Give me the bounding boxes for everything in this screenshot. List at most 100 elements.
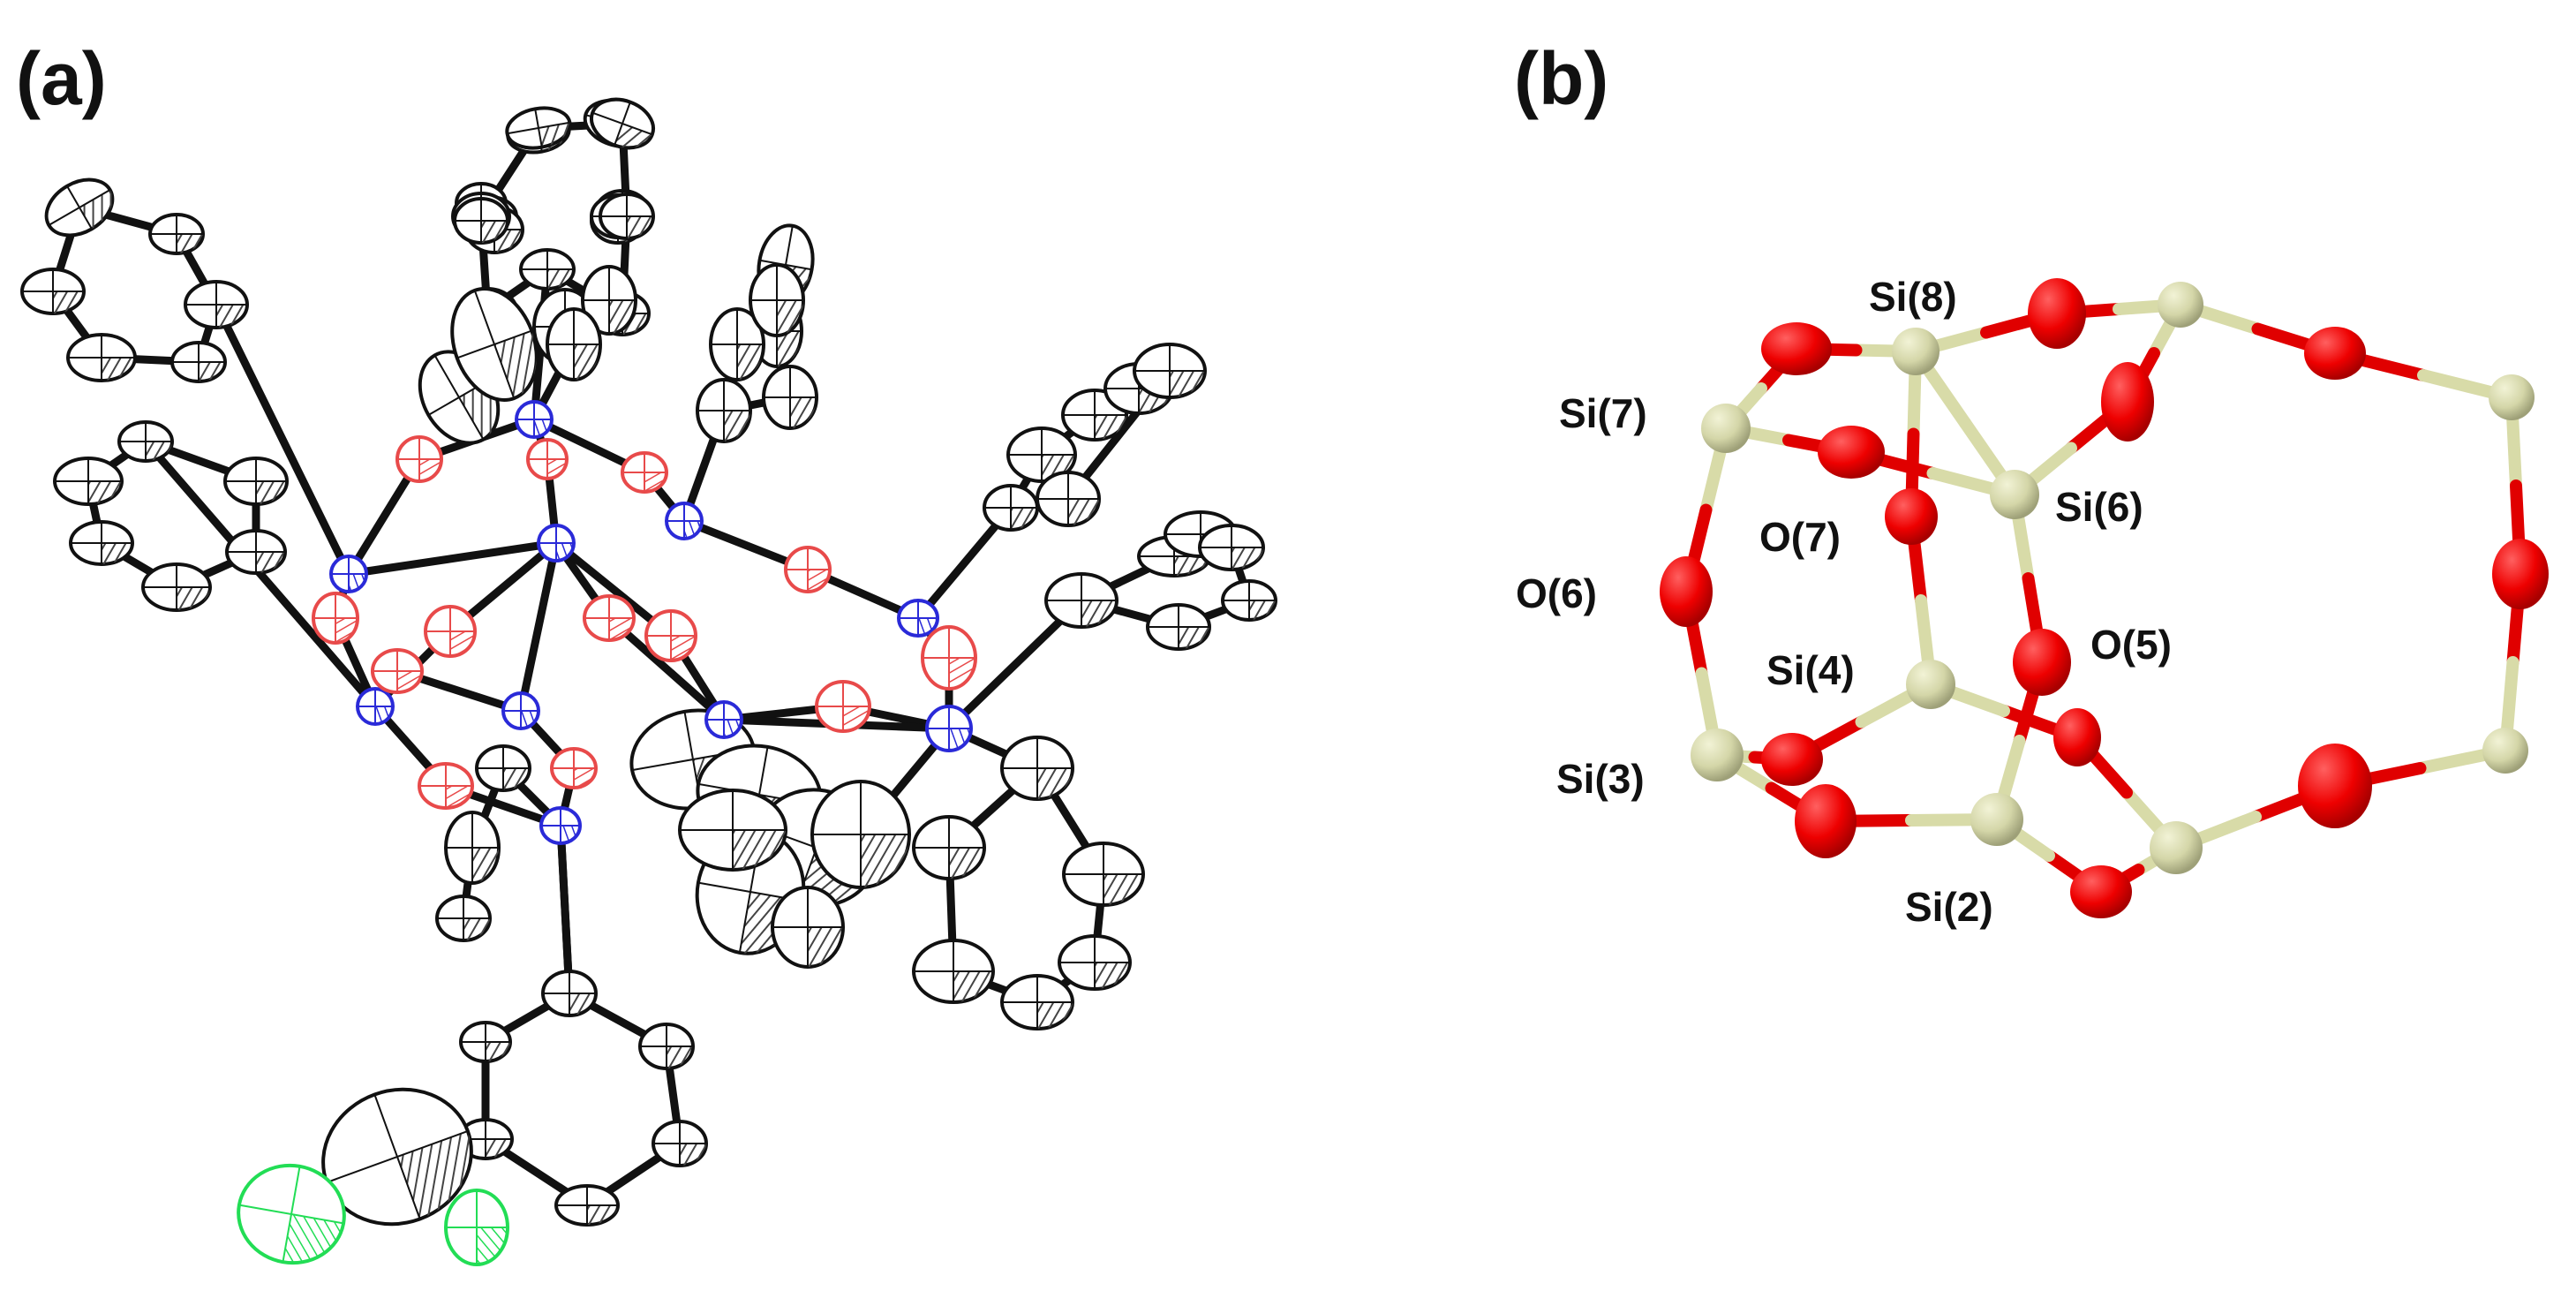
carbon-ellipsoid [1044,572,1119,629]
carbon-ellipsoid [678,789,787,872]
oxygen-ellipsoid [526,438,569,480]
oxygen-ellipsoid [583,594,636,642]
oxygen-ellipsoid [550,747,598,789]
silicon-ball [2489,374,2535,420]
silicon-ellipsoid [537,524,576,562]
carbon-ellipsoid [444,811,501,885]
carbon-ellipsoid [1036,471,1101,527]
silicon-ball [1990,470,2039,519]
silicon-ball [1906,660,1955,709]
silicon-ball [1691,728,1744,781]
oxygen-ball [2070,865,2132,918]
oxygen-ball [2304,327,2366,380]
oxygen-ellipsoid [371,648,424,694]
silicon-ellipsoid [356,687,395,726]
carbon-ellipsoid [1133,343,1207,399]
carbon-ellipsoid [20,268,86,315]
silicon-ball [1701,404,1751,453]
panel-b-label: (b) [1514,37,1608,120]
label-si6: Si(6) [2055,484,2143,530]
carbon-ellipsoid [44,177,115,238]
carbon-ellipsoid [581,265,637,336]
label-o5: O(5) [2090,622,2172,668]
carbon-ellipsoid [1000,974,1074,1030]
carbon-ellipsoid [141,562,212,612]
silicon-ellipsoid [925,705,973,752]
oxygen-ball [1885,488,1938,545]
carbon-ellipsoid [912,939,995,1004]
oxygen-ellipsoid [644,609,697,662]
panel-a: (a) [16,37,1277,1266]
oxygen-ball [1795,784,1857,858]
oxygen-ellipsoid [418,762,474,810]
carbon-ellipsoid [1058,934,1132,991]
oxygen-ellipsoid [784,546,832,593]
silicon-ellipsoid [897,599,939,638]
label-si7: Si(7) [1559,390,1647,436]
panel-b: (b) Si(8) Si(7) Si(6) O(7) O(6) Si(4) O(… [1514,37,2549,930]
carbon-ellipsoid [170,341,227,383]
oxygen-ball [2053,708,2101,766]
carbon-ellipsoid [696,378,752,443]
oxygen-ball [1818,426,1885,479]
cage-atoms [1660,278,2549,918]
oxygen-ellipsoid [921,625,977,691]
silicon-ellipsoid [665,502,704,540]
bond [605,614,728,724]
carbon-ellipsoid [749,263,805,337]
carbon-ellipsoid [638,1023,695,1070]
oxygen-ball [2492,539,2549,609]
chlorine-ellipsoid [237,1163,346,1265]
silicon-ellipsoid [329,555,368,593]
label-si2: Si(2) [1905,884,1993,930]
carbon-ellipsoid [590,97,655,150]
carbon-ellipsoid [450,287,539,402]
panel-a-label: (a) [16,37,107,120]
label-si3: Si(3) [1556,756,1645,802]
carbon-ellipsoid [453,197,509,245]
bond [344,539,561,578]
carbon-ellipsoid [66,333,137,382]
carbon-ellipsoid [983,484,1039,532]
ortep-atoms [20,97,1277,1266]
bond [556,821,574,998]
carbon-ellipsoid [69,520,134,566]
carbon-ellipsoid [435,895,492,942]
carbon-ellipsoid [148,213,205,255]
carbon-ellipsoid [505,106,572,150]
oxygen-ellipsoid [424,605,477,658]
carbon-ellipsoid [1000,736,1074,801]
carbon-ellipsoid [321,1087,473,1227]
carbon-ellipsoid [652,1120,708,1167]
carbon-ellipsoid [810,780,911,889]
silicon-ellipsoid [515,400,554,439]
atom-labels: Si(8) Si(7) Si(6) O(7) O(6) Si(4) O(5) S… [1516,274,2172,930]
carbon-ellipsoid [541,970,598,1017]
carbon-ellipsoid [1062,842,1145,907]
carbon-ellipsoid [117,420,174,463]
oxygen-ball [1761,322,1832,375]
bond [516,539,561,715]
silicon-ball [2158,282,2203,328]
carbon-ellipsoid [475,744,531,792]
oxygen-ball [1660,556,1713,627]
oxygen-ellipsoid [395,435,443,483]
carbon-ellipsoid [599,193,655,240]
oxygen-ball [2013,629,2071,696]
oxygen-ellipsoid [312,592,359,645]
label-si8: Si(8) [1869,274,1957,320]
carbon-ellipsoid [546,307,602,381]
oxygen-ellipsoid [621,451,668,494]
label-o7: O(7) [1759,514,1841,560]
carbon-ellipsoid [912,815,986,880]
oxygen-ellipsoid [815,680,871,733]
chlorine-ellipsoid [444,1189,509,1266]
oxygen-ball [2298,744,2372,828]
label-si4: Si(4) [1766,647,1855,693]
carbon-ellipsoid [771,886,845,969]
oxygen-ball [2028,278,2086,349]
silicon-ball [1892,328,1940,375]
silicon-ellipsoid [539,806,582,845]
carbon-ellipsoid [519,248,576,291]
